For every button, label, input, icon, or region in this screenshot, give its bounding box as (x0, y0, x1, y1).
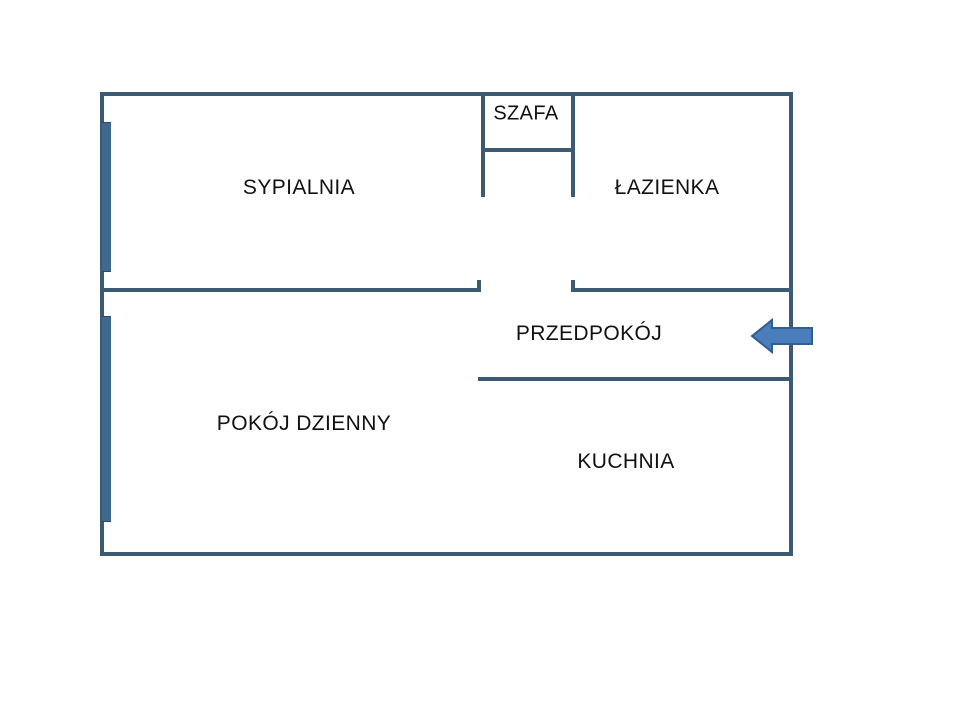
wall-exterior-right (789, 92, 793, 556)
wall-upper-divider-left (100, 288, 481, 292)
wall-przedpokoj-kuchnia (478, 377, 793, 381)
room-label-przedpokoj: PRZEDPOKÓJ (515, 322, 663, 345)
wall-exterior-bottom (100, 552, 793, 556)
room-label-szafa: SZAFA (493, 102, 559, 125)
entrance-arrow-icon[interactable] (750, 316, 814, 356)
room-label-kuchnia: KUCHNIA (577, 450, 675, 473)
room-label-pokoj-dzienny: POKÓJ DZIENNY (216, 412, 392, 435)
window-sypialnia (102, 122, 111, 272)
room-label-sypialnia: SYPIALNIA (242, 176, 356, 199)
wall-upper-divider-right (571, 288, 793, 292)
room-label-lazienka: ŁAZIENKA (614, 176, 720, 199)
wall-sypialnia-szafa (481, 92, 485, 197)
wall-doorway-jamb-left (477, 280, 481, 292)
wall-doorway-jamb-right (571, 280, 575, 292)
wall-exterior-top (100, 92, 793, 96)
wall-szafa-lazienka (571, 92, 575, 197)
wall-szafa-bottom (481, 148, 575, 152)
window-pokoj-dzienny (102, 316, 111, 522)
